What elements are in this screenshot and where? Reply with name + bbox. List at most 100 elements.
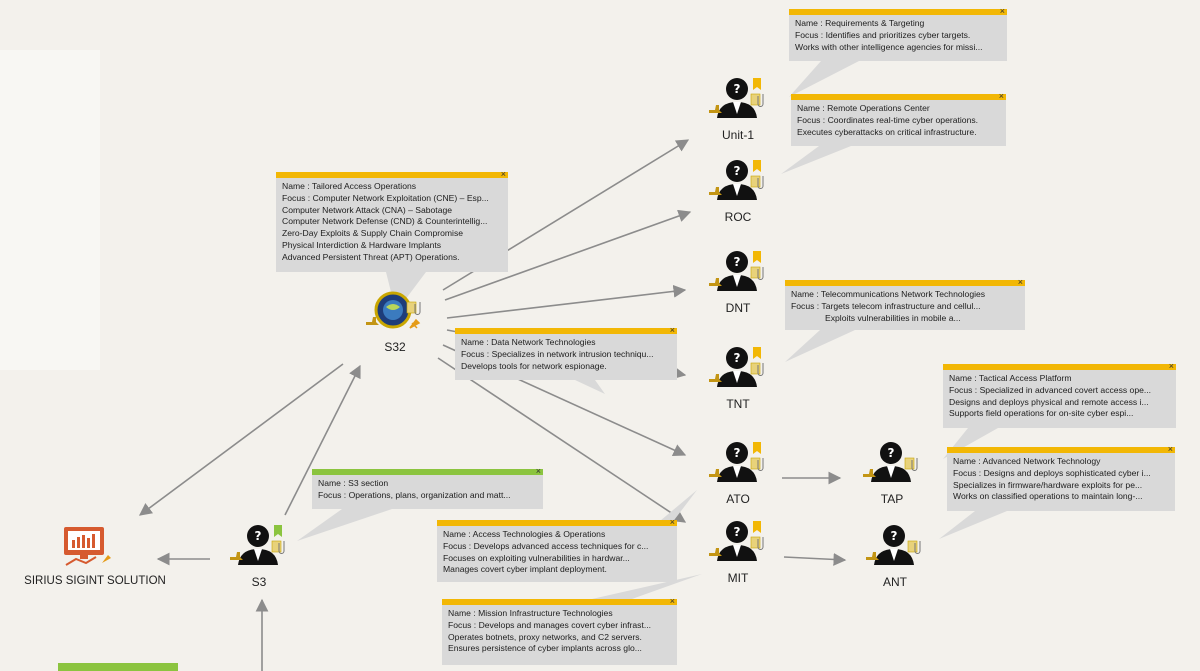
close-icon[interactable]: ×	[500, 169, 506, 179]
tooltip-name: Name : Telecommunications Network Techno…	[791, 289, 986, 299]
tooltip-line: Works on classified operations to mainta…	[953, 491, 1143, 502]
edge-s32-mit[interactable]	[437, 357, 687, 523]
node-roc[interactable]: ? ROC	[693, 150, 783, 230]
tooltip-focus: Focus : Coordinates real-time cyber oper…	[797, 114, 979, 125]
tooltip-tap: × Name : Tactical Access Platform Focus …	[943, 361, 1176, 459]
node-dnt[interactable]: ? DNT	[693, 241, 783, 321]
tooltip-name: Name : S3 section	[318, 478, 389, 488]
tooltip-focus: Focus : Designs and deploys sophisticate…	[953, 467, 1151, 478]
note-icon	[750, 93, 761, 106]
node-ato[interactable]: ? ATO	[693, 432, 783, 512]
node-label: TAP	[880, 492, 904, 506]
edge-s3-s32[interactable]	[284, 364, 361, 516]
analytics-monitor-icon	[64, 527, 111, 566]
tooltip-focus: Focus : Computer Network Exploitation (C…	[282, 192, 489, 203]
background-panel	[0, 50, 100, 370]
node-label: SIRIUS SIGINT SOLUTION	[24, 575, 166, 587]
person-silhouette-question-icon: ?	[709, 347, 764, 387]
close-icon[interactable]: ×	[1168, 361, 1174, 371]
tooltip-focus: Focus : Operations, plans, organization …	[318, 489, 511, 500]
bookmark-icon	[753, 442, 761, 454]
hand-icon	[230, 552, 243, 560]
tooltip-focus: Focus : Specialized in advanced covert a…	[949, 384, 1152, 395]
hand-icon	[709, 187, 722, 195]
person-silhouette-question-icon: ?	[866, 525, 921, 565]
tooltip-line: Designs and deploys physical and remote …	[949, 396, 1149, 407]
node-label: ANT	[883, 575, 907, 589]
tooltip-partial-bar	[58, 663, 178, 671]
tooltip-line: Computer Network Defense (CND) & Counter…	[282, 216, 488, 227]
hand-icon	[366, 317, 379, 325]
svg-text:?: ?	[734, 255, 741, 269]
node-label: TNT	[726, 397, 750, 411]
close-icon[interactable]: ×	[669, 517, 675, 527]
tooltip-line: Physical Interdiction & Hardware Implant…	[282, 239, 442, 250]
hand-icon	[709, 278, 722, 286]
node-mit[interactable]: ? MIT	[693, 511, 783, 591]
person-silhouette-question-icon: ?	[709, 521, 764, 561]
svg-text:?: ?	[734, 446, 741, 460]
tooltip-line: Develops tools for network espionage.	[461, 360, 607, 371]
tooltip-line: Operates botnets, proxy networks, and C2…	[448, 631, 642, 642]
note-icon	[406, 301, 417, 314]
close-icon[interactable]: ×	[1017, 277, 1023, 287]
tooltip-focus: Focus : Specializes in network intrusion…	[461, 348, 654, 359]
close-icon[interactable]: ×	[998, 91, 1004, 101]
tooltip-name: Name : Advanced Network Technology	[953, 456, 1101, 466]
node-ant[interactable]: ? ANT	[850, 515, 940, 595]
close-icon[interactable]: ×	[535, 466, 541, 476]
person-silhouette-question-icon: ?	[230, 525, 285, 565]
note-icon	[904, 457, 915, 470]
person-silhouette-question-icon: ?	[863, 442, 918, 482]
tooltip-focus: Focus : Develops advanced access techniq…	[443, 540, 649, 551]
pin-icon	[102, 555, 111, 563]
tooltip-name: Name : Data Network Technologies	[461, 337, 596, 347]
node-label: ROC	[724, 210, 752, 224]
tooltip-line: Zero-Day Exploits & Supply Chain Comprom…	[282, 228, 464, 239]
close-icon[interactable]: ×	[999, 6, 1005, 16]
node-label: S3	[251, 575, 267, 589]
person-silhouette-question-icon: ?	[709, 251, 764, 291]
node-s3[interactable]: ? S3	[214, 515, 304, 595]
pin-icon	[409, 318, 421, 329]
node-s32[interactable]: S32	[350, 280, 440, 360]
tooltip-focus: Focus : Develops and manages covert cybe…	[448, 619, 652, 630]
person-silhouette-question-icon: ?	[709, 442, 764, 482]
bookmark-icon	[274, 525, 282, 537]
node-tnt[interactable]: ? TNT	[693, 337, 783, 417]
note-icon	[750, 175, 761, 188]
svg-text:?: ?	[734, 164, 741, 178]
note-icon	[750, 457, 761, 470]
close-icon[interactable]: ×	[669, 325, 675, 335]
tooltip-line: Supports field operations for on-site cy…	[949, 408, 1134, 419]
hand-icon	[866, 552, 879, 560]
node-label: DNT	[725, 301, 751, 315]
hand-icon	[709, 469, 722, 477]
tooltip-line: Specializes in firmware/hardware exploit…	[953, 479, 1143, 490]
bookmark-icon	[753, 78, 761, 90]
paperclip-icon	[757, 537, 764, 550]
tooltip-line: Focuses on exploiting vulnerabilities in…	[443, 552, 630, 563]
edge-s32-dnt[interactable]	[446, 284, 687, 319]
edge-mit-ant[interactable]	[783, 553, 847, 566]
close-icon[interactable]: ×	[669, 596, 675, 606]
node-unit1[interactable]: ? Unit-1	[693, 68, 783, 148]
svg-text:?: ?	[888, 446, 895, 460]
person-silhouette-question-icon: ?	[709, 78, 764, 118]
paperclip-icon	[911, 458, 918, 471]
tooltip-line: Exploits vulnerabilities in mobile a...	[825, 312, 961, 323]
close-icon[interactable]: ×	[1167, 444, 1173, 454]
edge-s32-sirius[interactable]	[138, 363, 344, 516]
svg-text:?: ?	[255, 529, 262, 543]
tooltip-name: Name : Tailored Access Operations	[282, 181, 417, 191]
node-tap[interactable]: ? TAP	[847, 432, 937, 512]
paperclip-icon	[914, 541, 921, 554]
svg-text:?: ?	[734, 351, 741, 365]
tooltip-name: Name : Mission Infrastructure Technologi…	[448, 608, 613, 618]
edge-s32-roc[interactable]	[444, 209, 692, 301]
paperclip-icon	[757, 94, 764, 107]
node-sirius[interactable]: SIRIUS SIGINT SOLUTION	[20, 523, 170, 593]
tooltip-mit: × Name : Mission Infrastructure Technolo…	[442, 574, 702, 665]
